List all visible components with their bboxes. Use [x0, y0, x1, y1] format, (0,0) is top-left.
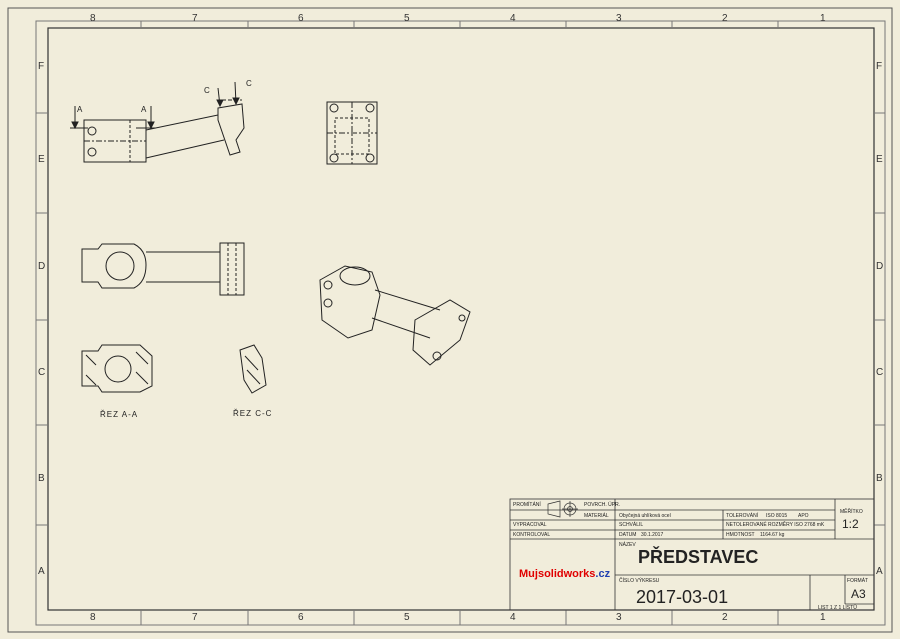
tb-date-value: 30.1.2017	[641, 532, 664, 538]
mujsolidworks-logo: Mujsolidworks.cz	[519, 568, 610, 580]
zone-col-label: 3	[616, 612, 622, 623]
zone-ticks	[36, 21, 885, 625]
tb-mass-value: 1164.67 kg	[760, 532, 785, 538]
zone-col-label: 1	[820, 13, 826, 24]
zone-row-label: D	[876, 261, 884, 272]
end-view	[326, 101, 378, 165]
zone-col-label: 1	[820, 612, 826, 623]
zone-col-label: 8	[90, 612, 96, 623]
zone-row-label: E	[38, 154, 45, 165]
tb-tolerance-value: ISO 8015	[766, 513, 788, 519]
section-c-c-label: ŘEZ C-C	[233, 409, 273, 418]
tb-designed-label: VYPRACOVAL	[513, 522, 547, 528]
tb-material-label: MATERIÁL	[584, 513, 609, 519]
zone-row-label: C	[876, 367, 884, 378]
zone-col-label: 6	[298, 612, 304, 623]
tb-name-label: NÁZEV	[619, 542, 636, 548]
zone-row-label: A	[38, 566, 45, 577]
zone-col-label: 2	[722, 13, 728, 24]
section-marker-c-left: C	[204, 86, 210, 95]
tb-mass-label: HMOTNOST	[726, 532, 755, 538]
tb-format-label: FORMÁT	[847, 578, 869, 584]
zone-row-label: B	[876, 473, 883, 484]
section-c-c-view	[239, 344, 267, 394]
zone-frame	[35, 20, 886, 626]
zone-row-label: F	[876, 61, 883, 72]
zone-row-label: E	[876, 154, 883, 165]
zone-row-label: C	[38, 367, 46, 378]
section-marker-a-right: A	[141, 105, 147, 114]
sheet-outer-border	[7, 7, 893, 633]
section-marker-c-right: C	[246, 79, 252, 88]
zone-col-label: 6	[298, 13, 304, 24]
tb-approved-label: SCHVÁLIL	[619, 522, 644, 528]
zone-row-label: D	[38, 261, 46, 272]
zone-row-label: F	[38, 61, 45, 72]
logo-part1: Muj	[519, 568, 538, 580]
isometric-view	[319, 265, 471, 366]
section-arrows	[70, 81, 240, 130]
projection-symbol	[547, 500, 578, 518]
tb-drawing-no-value: 2017-03-01	[636, 587, 729, 607]
tb-material-value: Obyčejná uhlíková ocel	[619, 513, 671, 519]
tb-scale-label: MĚŘÍTKO	[840, 509, 863, 515]
tb-date-label: DATUM	[619, 532, 637, 538]
title-block	[509, 498, 875, 611]
logo-part3: .cz	[595, 568, 611, 580]
zone-col-label: 2	[722, 612, 728, 623]
zone-col-label: 4	[510, 13, 516, 24]
section-a-a-label: ŘEZ A-A	[100, 410, 139, 419]
drawing-border	[47, 27, 875, 611]
logo-part2: solidworks	[537, 568, 596, 580]
tb-tolerance-extra: APO	[798, 513, 809, 519]
zone-col-label: 8	[90, 13, 96, 24]
zone-col-label: 4	[510, 612, 516, 623]
tb-sheet-value: LIST 1 Z 1 LISTŮ	[818, 605, 857, 611]
tb-name-value: PŘEDSTAVEC	[638, 547, 759, 567]
zone-row-label: A	[876, 566, 883, 577]
zone-col-label: 5	[404, 13, 410, 24]
section-marker-a-left: A	[77, 105, 83, 114]
tb-format-value: A3	[851, 587, 866, 601]
zone-row-label: B	[38, 473, 45, 484]
tb-surface-label: POVRCH. ÚPR.	[584, 502, 621, 508]
top-view	[81, 242, 245, 296]
tb-scale-value: 1:2	[842, 517, 859, 531]
tb-untoleranced-value: NETOLEROVANÉ ROZMĚRY ISO 2768 mK	[726, 522, 825, 528]
zone-col-label: 5	[404, 612, 410, 623]
section-a-a-view	[81, 344, 153, 393]
zone-col-label: 3	[616, 13, 622, 24]
tb-drawn-label: PROMÍTÁNÍ	[513, 502, 541, 508]
tb-tolerance-label: TOLEROVÁNÍ	[726, 513, 759, 519]
zone-col-label: 7	[192, 612, 198, 623]
tb-drawing-no-label: ČÍSLO VÝKRESU	[619, 578, 660, 584]
zone-col-label: 7	[192, 13, 198, 24]
tb-checked-label: KONTROLOVAL	[513, 532, 551, 538]
front-view	[83, 99, 245, 163]
